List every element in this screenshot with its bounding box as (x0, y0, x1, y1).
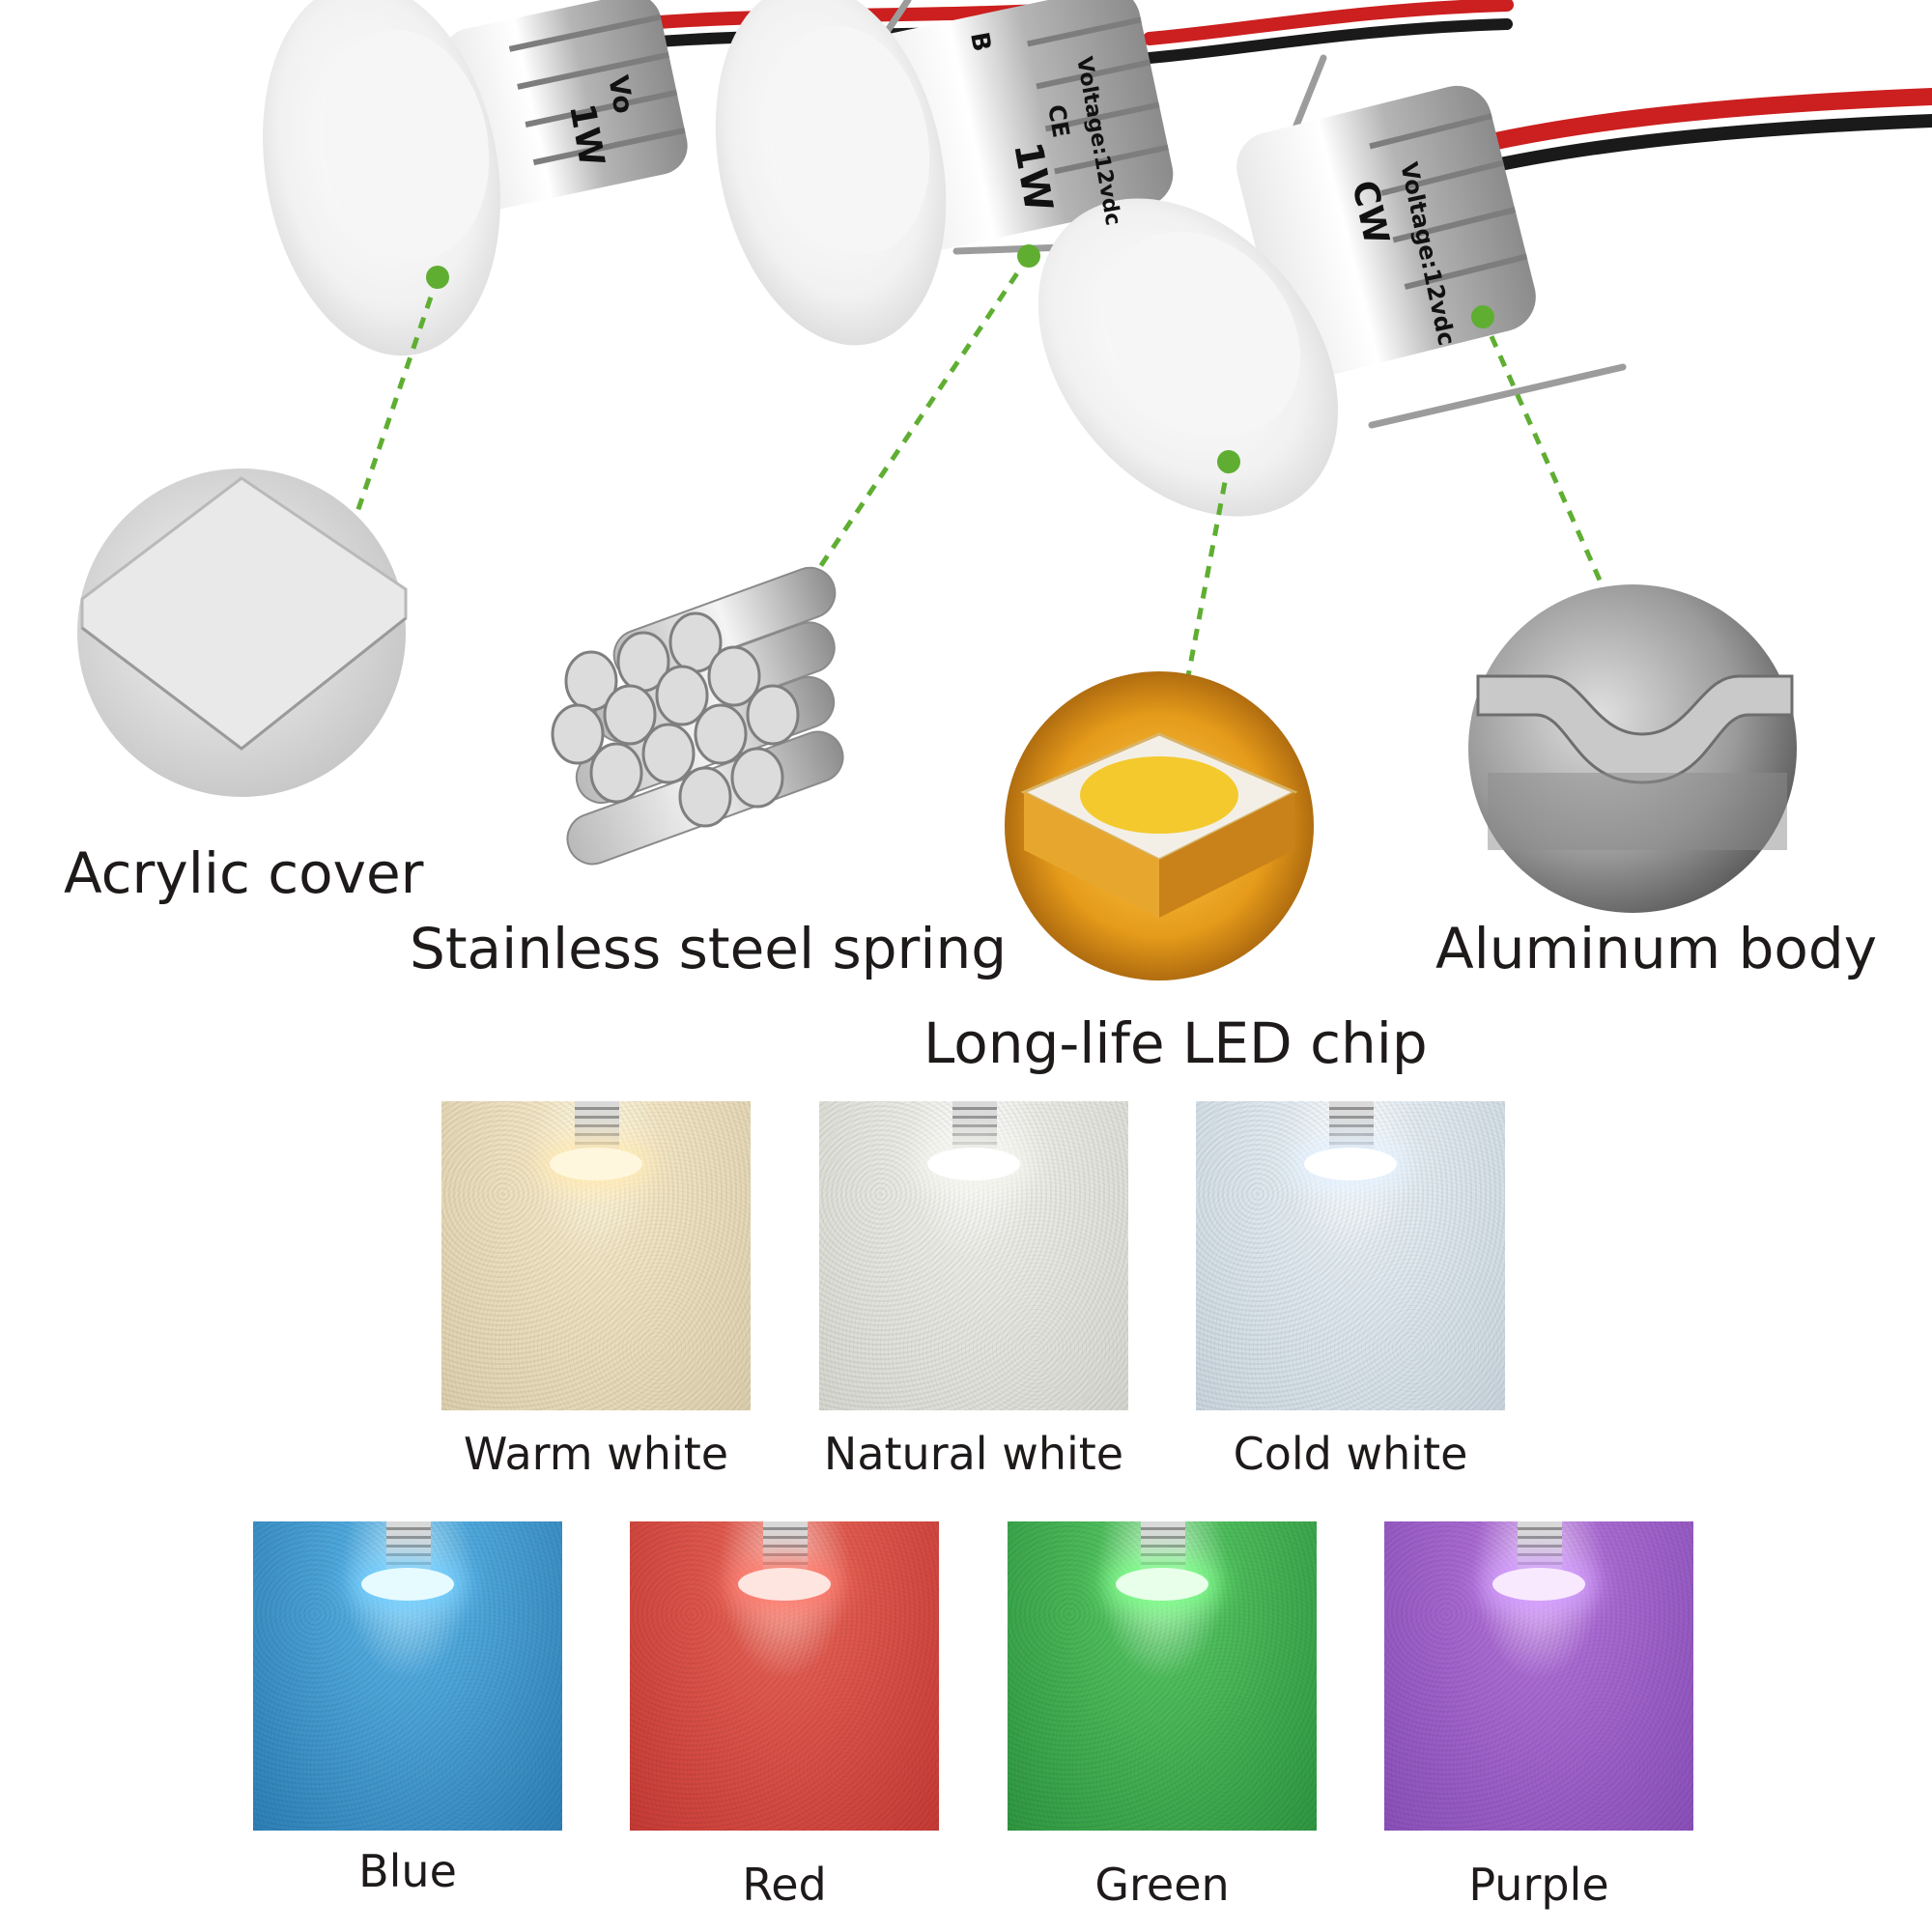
bulb-lens (1304, 1148, 1397, 1180)
bulb-body (1329, 1101, 1374, 1151)
stainless-rods-image (551, 566, 844, 866)
acrylic-cover-image (77, 469, 408, 797)
callout-lines (355, 254, 1605, 677)
bulb-body (952, 1101, 997, 1151)
aluminum-body-image (1468, 584, 1797, 913)
acrylic-cover-label: Acrylic cover (64, 840, 424, 906)
label-natural-white: Natural white (823, 1428, 1124, 1480)
swatch-warm-white (441, 1101, 751, 1410)
swatch-blue (253, 1521, 562, 1831)
swatch-green (1008, 1521, 1317, 1831)
label-purple: Purple (1468, 1859, 1609, 1911)
callout-dots (426, 244, 1494, 473)
swatch-cold-white (1196, 1101, 1505, 1410)
bulb-body (575, 1101, 619, 1151)
label-red: Red (742, 1859, 827, 1911)
bulb-body (386, 1521, 431, 1572)
led-chip-label: Long-life LED chip (923, 1010, 1428, 1076)
led-chip-image (1005, 671, 1314, 980)
label-blue: Blue (358, 1845, 457, 1897)
print-ce: CE (1042, 102, 1074, 139)
bulb-lens (738, 1568, 831, 1601)
product-photo: 1W Vo 1W CE B Voltage:12vdc CW Voltage:1… (77, 0, 1932, 980)
label-green: Green (1094, 1859, 1230, 1911)
bulb-lens (1116, 1568, 1208, 1601)
led-light-2 (715, 0, 1174, 346)
label-cold-white: Cold white (1233, 1428, 1468, 1480)
swatch-purple (1384, 1521, 1693, 1831)
label-warm-white: Warm white (463, 1428, 729, 1480)
stainless-steel-spring-label: Stainless steel spring (410, 916, 1008, 981)
bulb-body (1141, 1521, 1185, 1572)
bulb-lens (550, 1148, 642, 1180)
bulb-body (1518, 1521, 1562, 1572)
print-vo: Vo (602, 72, 639, 116)
aluminum-body-label: Aluminum body (1435, 916, 1878, 981)
swatch-red (630, 1521, 939, 1831)
led-light-3 (1037, 85, 1536, 517)
bulb-lens (1492, 1568, 1585, 1601)
bulb-lens (361, 1568, 454, 1601)
bulb-body (763, 1521, 808, 1572)
swatch-natural-white (819, 1101, 1128, 1410)
bulb-lens (927, 1148, 1020, 1180)
led-light-1 (263, 0, 688, 356)
